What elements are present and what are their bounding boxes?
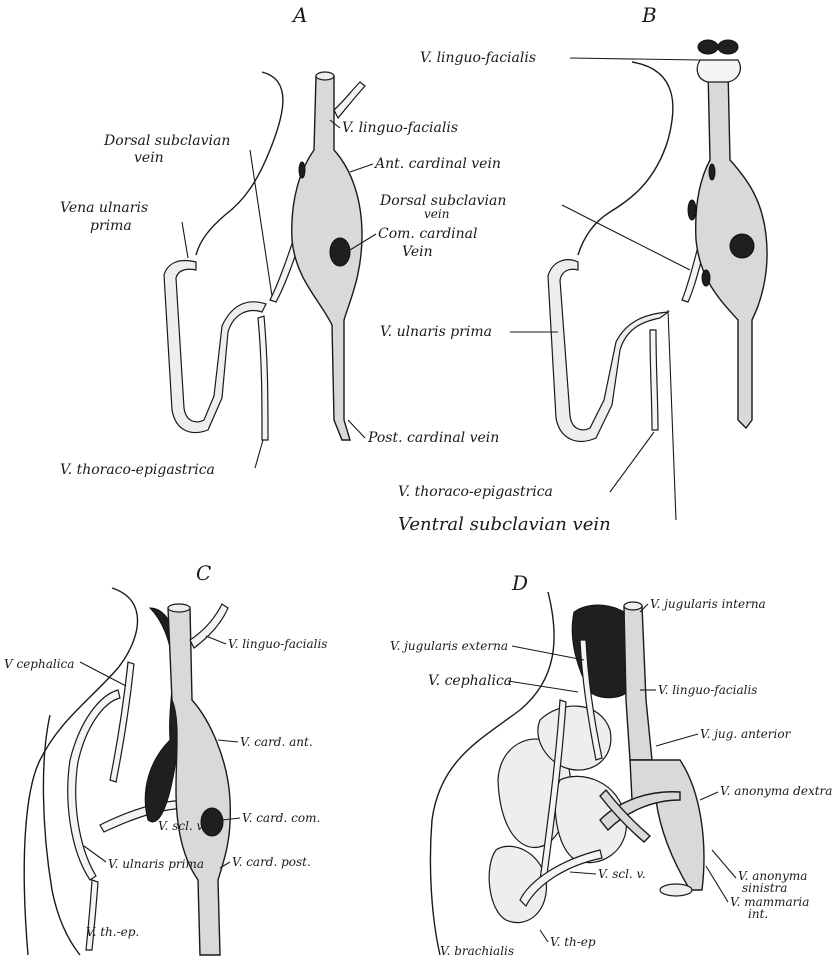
panel-a-label-vena-ulnaris: Vena ulnaris — [60, 200, 148, 216]
panel-d-leader-scl — [570, 872, 596, 874]
panel-d-label-mammaria: V. mammaria — [730, 895, 809, 909]
panel-a-label-dorsal-subclavian-2: vein — [134, 150, 164, 166]
panel-c-label-scl-v: V. scl. v. — [158, 819, 206, 833]
panel-b-leader-ventral — [668, 310, 676, 520]
panel-d-label-jug-externa: V. jugularis externa — [390, 639, 508, 653]
panel-d-label-anonyma-dextra: V. anonyma dextra — [720, 784, 832, 798]
panel-a-label-post-cardinal: Post. cardinal vein — [367, 430, 499, 446]
panel-c-leader-linguo — [206, 636, 226, 644]
panel-c-letter: C — [196, 561, 211, 585]
panel-a-label-vena-ulnaris-2: prima — [90, 218, 132, 234]
panel-a-leader-post-cardinal — [348, 420, 365, 438]
panel-d-letter: D — [511, 571, 528, 595]
panel-d-label-jug-interna: V. jugularis interna — [650, 597, 766, 611]
panel-b-head-right — [718, 40, 738, 54]
panel-c-label-linguo-facialis: V. linguo-facialis — [228, 637, 327, 651]
panel-a-label-linguo-facialis: V. linguo-facialis — [342, 120, 458, 136]
panel-d-leader-anonyma-dextra — [700, 792, 718, 800]
panel-c: C V cephalica V. linguo-facialis V. card… — [4, 561, 327, 955]
panel-b-label-ulnaris: V. ulnaris prima — [380, 324, 492, 340]
panel-a-linguo-facialis-vessel — [334, 82, 365, 118]
panel-d-label-anonyma-sinistra-2: sinistra — [742, 881, 787, 895]
panel-c-label-card-post: V. card. post. — [232, 855, 311, 869]
panel-c-vein-top — [168, 604, 190, 612]
panel-b-dark-spot-3 — [702, 270, 710, 286]
panel-a-thoraco-vessel — [258, 316, 268, 440]
panel-d-anonyma-end — [660, 884, 692, 896]
panel-c-linguo-facialis-vessel — [190, 604, 228, 648]
panel-a-leader-ulnaris — [182, 222, 188, 258]
panel-c-label-ulnaris: V. ulnaris prima — [108, 857, 204, 871]
panel-d-label-mammaria-2: int. — [748, 907, 768, 921]
panel-b-com-cardinal-opening — [730, 234, 754, 258]
panel-c-label-card-ant: V. card. ant. — [240, 735, 313, 749]
panel-d-label-th-ep: V. th-ep — [550, 935, 596, 949]
panel-b-leader-dorsal — [562, 205, 690, 270]
panel-b-label-ventral-subclavian: Ventral subclavian vein — [398, 514, 611, 535]
panel-a-leader-dorsal — [250, 150, 272, 296]
panel-c-body-outline — [24, 588, 137, 955]
panel-a-com-cardinal-opening — [330, 238, 350, 266]
panel-a-label-com-cardinal: Com. cardinal — [378, 226, 477, 242]
panel-b-dark-spot — [709, 164, 715, 180]
panel-a-letter: A — [291, 3, 307, 27]
panel-b-thoraco-vessel — [650, 330, 658, 430]
panel-d-jugular-top — [624, 602, 642, 610]
panel-d-label-linguo-facialis: V. linguo-facialis — [658, 683, 757, 697]
panel-b-linguo-facialis-vessel — [697, 60, 740, 82]
panel-b-label-dorsal-subclavian-2: vein — [424, 207, 449, 221]
panel-d: D V. jugularis interna V. jugularis exte… — [390, 571, 832, 958]
panel-b-body-outline — [578, 62, 673, 255]
panel-b-label-thoraco: V. thoraco-epigastrica — [398, 484, 553, 500]
panel-b-leader-linguo — [570, 58, 700, 60]
panel-b: B V. linguo-facialis Dorsal subclavian v… — [379, 3, 767, 535]
panel-c-cardinal-vein — [168, 608, 230, 955]
panel-b-head-left — [698, 40, 718, 54]
panel-d-leader-th-ep — [540, 930, 548, 942]
panel-a-dark-spot — [299, 162, 305, 178]
panel-a-leader-ant-cardinal — [350, 164, 373, 172]
panel-a-label-dorsal-subclavian: Dorsal subclavian — [103, 133, 230, 149]
panel-a-body-outline — [196, 72, 283, 255]
panel-c-label-th-ep: V. th.-ep. — [86, 925, 139, 939]
panel-c-leader-card-ant — [218, 740, 238, 742]
panel-a-ulnaris-loop — [164, 261, 266, 433]
panel-c-th-ep-vessel — [86, 880, 98, 950]
panel-a-vein-top — [316, 72, 334, 80]
panel-d-leader-jug-anterior — [656, 734, 698, 746]
panel-a-label-thoraco: V. thoraco-epigastrica — [60, 462, 215, 478]
panel-c-label-card-com: V. card. com. — [242, 811, 320, 825]
panel-d-jugularis-interna — [624, 606, 652, 760]
panel-a: A V. linguo-facialis Dorsal subclavian v… — [60, 3, 501, 478]
panel-b-letter: B — [641, 3, 657, 27]
panel-d-label-brachialis: V. brachialis — [440, 944, 514, 958]
panel-a-label-ant-cardinal: Ant. cardinal vein — [373, 156, 501, 172]
panel-b-label-linguo-facialis: V. linguo-facialis — [420, 50, 536, 66]
panel-d-label-scl-v: V. scl. v. — [598, 867, 646, 881]
panel-a-leader-thoraco — [255, 440, 263, 468]
panel-d-leader-jug-externa — [512, 646, 584, 660]
panel-d-leader-mammaria — [706, 866, 728, 902]
panel-b-dark-spot-2 — [688, 200, 696, 220]
panel-b-leader-thoraco — [610, 432, 654, 492]
panel-c-label-cephalica: V cephalica — [4, 657, 74, 671]
panel-a-label-com-cardinal-2: Vein — [402, 244, 433, 260]
panel-d-leader-anonyma-sin — [712, 850, 736, 878]
panel-d-label-jug-anterior: V. jug. anterior — [700, 727, 792, 741]
panel-c-ulnaris-vessel — [68, 690, 120, 880]
panel-d-label-cephalica: V. cephalica — [428, 673, 512, 689]
